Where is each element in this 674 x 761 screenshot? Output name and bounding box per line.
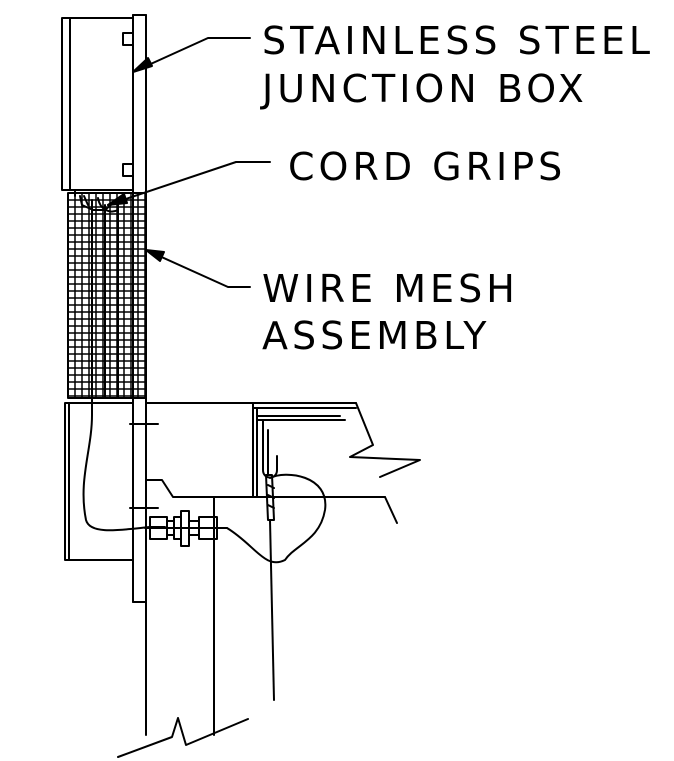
label-junction-box-line1: STAINLESS STEEL: [262, 19, 654, 63]
label-wire-mesh-line2: ASSEMBLY: [262, 314, 490, 358]
break-line: [118, 718, 248, 757]
clamp-bolt: [145, 511, 227, 546]
wire-mesh-assembly: [68, 193, 146, 398]
leader-wire-mesh: [146, 250, 250, 287]
lower-enclosure: [65, 403, 158, 560]
leader-junction-box: [133, 38, 250, 72]
label-junction-box-line2: JUNCTION BOX: [260, 67, 588, 111]
junction-box: [62, 18, 133, 196]
label-cord-grips: CORD GRIPS: [288, 145, 566, 189]
hook-and-tie: [227, 420, 325, 700]
cable: [84, 200, 165, 530]
horizontal-beam: [146, 403, 420, 523]
leader-cord-grips: [108, 162, 270, 205]
label-wire-mesh-line1: WIRE MESH: [262, 267, 519, 311]
